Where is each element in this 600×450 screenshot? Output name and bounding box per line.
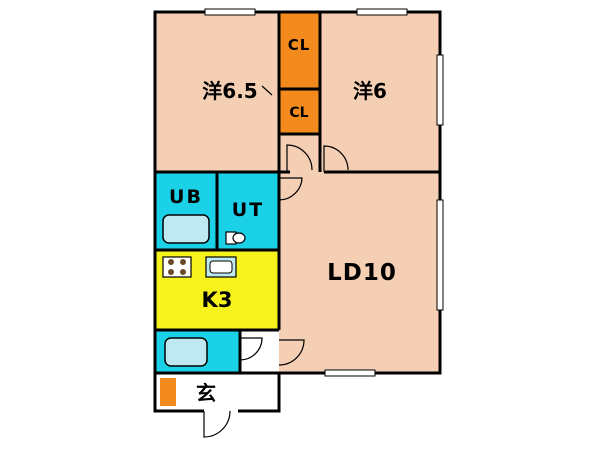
entrance-accent — [160, 378, 176, 406]
western-room-a — [155, 12, 279, 172]
room-label-closet-top: CL — [288, 36, 311, 54]
washroom-hall — [240, 330, 279, 373]
doors — [203, 85, 349, 438]
western-room-b — [320, 12, 440, 172]
walls — [153, 10, 442, 413]
room-label-unit-bath: UB — [169, 186, 203, 208]
room-label-kitchen: K3 — [202, 288, 233, 312]
hall — [279, 134, 320, 172]
room-label-closet-bottom: CL — [289, 105, 308, 121]
room-label-living-dining: LD10 — [327, 260, 397, 286]
living-dining-room — [279, 172, 440, 373]
closet-bottom — [279, 89, 320, 134]
washbasin-icon — [164, 337, 208, 367]
room-label-western-a: 洋6.5 — [202, 79, 257, 103]
closet-top — [279, 12, 320, 89]
toilet-fixture — [225, 231, 246, 245]
room-label-toilet: UT — [232, 199, 264, 221]
sink-icon — [205, 256, 237, 278]
windows — [204, 8, 444, 377]
stove-icon — [162, 256, 192, 278]
room-label-entrance: 玄 — [196, 381, 216, 405]
bathtub — [162, 214, 210, 244]
room-label-western-b: 洋6 — [353, 79, 387, 103]
